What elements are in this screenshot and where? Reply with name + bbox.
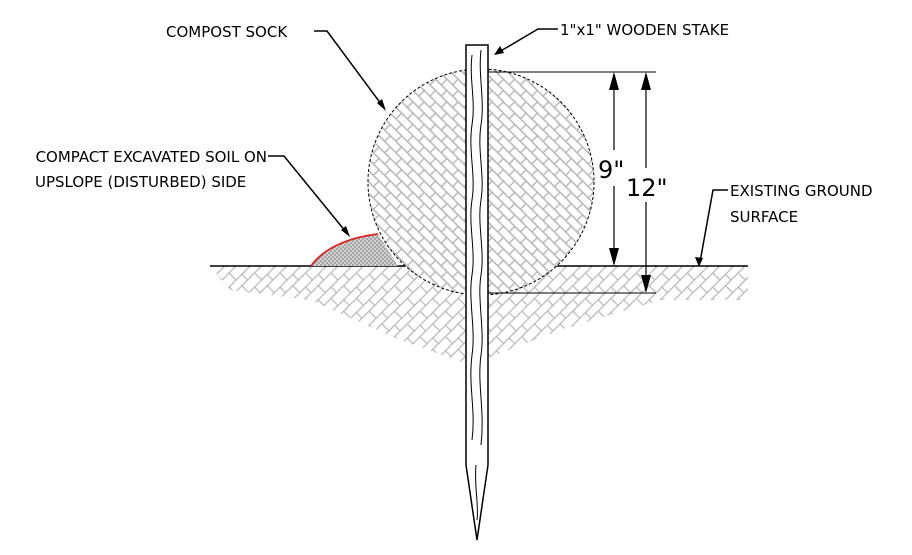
leaders: [268, 28, 728, 267]
ground-surface-label-line1: EXISTING GROUND: [730, 182, 873, 200]
wooden-stake: [465, 44, 489, 541]
compost-sock-label: COMPOST SOCK: [166, 23, 288, 41]
compacted-soil-wedge: [310, 233, 398, 267]
compact-soil-label-line1: COMPACT EXCAVATED SOIL ON: [36, 148, 267, 166]
dimension-12-label: 12": [626, 174, 668, 202]
dimension-lines: [488, 71, 656, 294]
compact-soil-label-line2: UPSLOPE (DISTURBED) SIDE: [35, 173, 246, 191]
wooden-stake-label: 1"x1" WOODEN STAKE: [560, 21, 729, 39]
dimension-9-label: 9": [598, 156, 624, 184]
ground-surface-label-line2: SURFACE: [730, 208, 798, 226]
